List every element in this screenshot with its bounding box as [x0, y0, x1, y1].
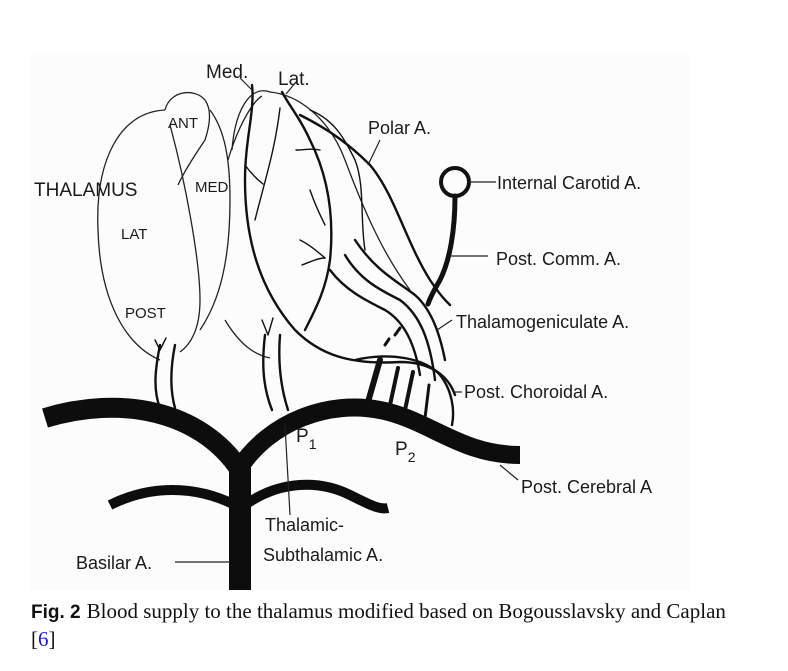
- label-p1-main: P: [296, 426, 309, 447]
- thalamogeniculate-vessel-1: [328, 268, 422, 377]
- label-p2-main: P: [395, 439, 408, 460]
- internal-carotid-ring: [439, 166, 471, 198]
- perforator-tick-1: [393, 326, 402, 337]
- post-twig-left: [154, 337, 167, 351]
- right-lobe-inner: [227, 95, 263, 161]
- citation-link[interactable]: 6: [38, 627, 49, 651]
- leader-lat: [285, 81, 297, 95]
- right-lobe-lower: [224, 319, 271, 359]
- perforator-1: [365, 357, 383, 405]
- lateral-twig-a: [295, 148, 321, 151]
- label-post-nucleus: POST: [125, 305, 166, 322]
- post-comm-artery: [425, 193, 458, 307]
- label-thalamic: Thalamic-: [265, 515, 344, 535]
- citation-open: [: [31, 627, 38, 651]
- label-lat-nucleus: LAT: [121, 226, 147, 243]
- post-perforator-left-b: [170, 343, 177, 410]
- perforator-4: [423, 383, 431, 420]
- caption-text: Blood supply to the thalamus modified ba…: [86, 599, 726, 623]
- label-p1-sub: 1: [309, 436, 317, 452]
- thalamus-blood-supply-diagram: Med. Lat. THALAMUS ANT MED LAT POST Pola…: [34, 62, 652, 590]
- medial-branch-twig: [254, 107, 281, 221]
- label-polar: Polar A.: [368, 118, 431, 138]
- perforator-2: [388, 366, 400, 407]
- label-post-comm: Post. Comm. A.: [496, 249, 621, 269]
- perforator-tick-2: [383, 337, 391, 347]
- med-perforator-b: [278, 333, 290, 412]
- posterior-cerebral-left: [42, 397, 249, 476]
- thalamus-med-boundary: [199, 109, 231, 331]
- label-thalamus: THALAMUS: [34, 180, 137, 201]
- label-p2-sub: 2: [408, 449, 416, 465]
- thalamus-ant-divider: [177, 139, 206, 186]
- thalamus-outline-inner: [169, 124, 201, 353]
- thalamogeniculate-vessel-2: [343, 253, 437, 382]
- lateral-twig-c: [299, 239, 326, 259]
- superior-cerebellar-right: [242, 479, 390, 514]
- post-choroidal-arch: [353, 355, 455, 427]
- label-med-nucleus: MED: [195, 179, 229, 196]
- label-lat: Lat.: [278, 69, 310, 90]
- thalamus-outline-anterior-cap: [164, 91, 211, 141]
- lateral-branch-vessel: [280, 90, 333, 332]
- superior-cerebellar-left: [107, 485, 238, 510]
- thalamogeniculate-vessel-3: [353, 238, 447, 362]
- post-perforator-left-a: [154, 343, 162, 410]
- polar-artery: [298, 113, 452, 307]
- label-post-cerebral: Post. Cerebral A: [521, 477, 652, 497]
- label-basilar: Basilar A.: [76, 553, 152, 573]
- lateral-twig-b: [309, 189, 326, 226]
- perforator-3: [403, 370, 415, 412]
- label-med: Med.: [206, 62, 248, 83]
- leader-thalamogeniculate: [436, 319, 453, 331]
- leader-polar: [367, 139, 381, 166]
- label-p2: P2: [395, 439, 416, 465]
- lateral-twig-d: [301, 257, 326, 266]
- label-post-choroidal: Post. Choroidal A.: [464, 382, 608, 402]
- figure-number: Fig. 2: [31, 602, 81, 623]
- label-p1: P1: [296, 426, 317, 452]
- leader-post-cerebral: [499, 464, 519, 481]
- label-internal-carotid: Internal Carotid A.: [497, 173, 641, 193]
- medial-branch-twig2: [244, 164, 264, 185]
- label-ant: ANT: [168, 115, 198, 132]
- med-perforator-a: [262, 333, 274, 412]
- medial-branch-vessel: [243, 83, 457, 397]
- leader-med: [239, 77, 253, 91]
- label-thalamogeniculate: Thalamogeniculate A.: [456, 312, 629, 332]
- posterior-cerebral-right: [230, 398, 521, 476]
- label-subthalamic: Subthalamic A.: [263, 545, 383, 565]
- right-lobe-outline: [231, 90, 411, 291]
- leader-thalamic-subthalamic: [284, 424, 291, 516]
- polar-artery-inner: [309, 109, 366, 251]
- med-twig: [261, 317, 274, 336]
- citation-close: ]: [48, 627, 56, 651]
- thalamus-outline-lateral: [97, 109, 166, 361]
